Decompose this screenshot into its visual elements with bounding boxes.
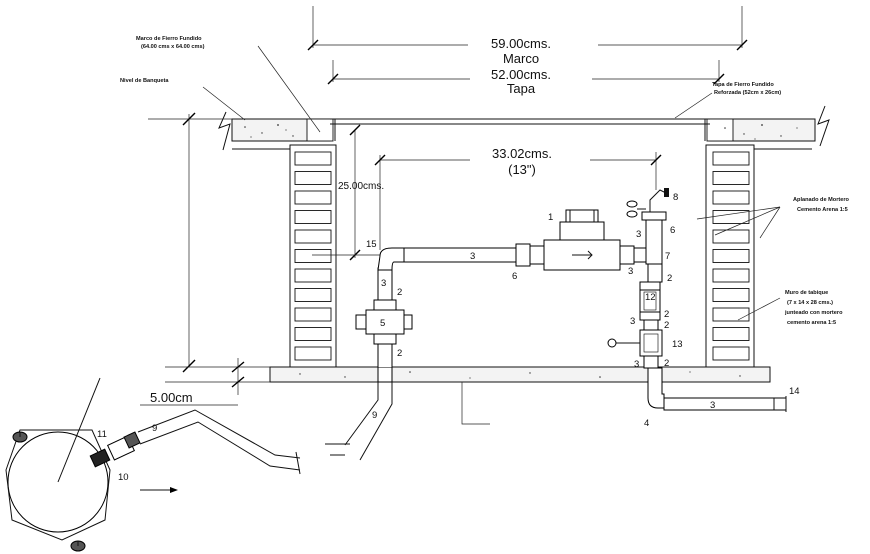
inner-dimension-inches: (13") [508, 162, 536, 177]
top-slab [218, 105, 830, 151]
base-dimension: 5.00cm [150, 390, 193, 405]
brick [712, 327, 750, 341]
left-riser [325, 247, 413, 461]
part-12-label: 12 [645, 292, 656, 303]
marco-dimension-value: 59.00cms. [491, 36, 551, 51]
part-6-label-a: 6 [512, 271, 517, 282]
part-3-label-c: 3 [636, 229, 641, 240]
note-aplanado-2: Cemento Arena 1:5 [797, 207, 848, 213]
note-muro-1: Muro de tabique [785, 290, 828, 296]
marco-dimension [307, 6, 748, 51]
brick [294, 346, 332, 361]
part-3-label-a: 3 [470, 251, 475, 262]
part-2-label-e: 2 [664, 320, 669, 331]
brick [294, 210, 332, 224]
brick [294, 249, 332, 263]
part-3-label-e: 3 [630, 316, 635, 327]
note-muro-4: cemento arena 1:5 [787, 320, 836, 326]
brick [294, 151, 332, 166]
brick [294, 288, 332, 302]
note-marco-2: (64.00 cms x 64.00 cms) [141, 44, 205, 50]
part-2-label-a: 2 [397, 287, 402, 298]
part-9-label-b: 9 [152, 423, 157, 434]
part-3-label-b: 3 [381, 278, 386, 289]
note-nivel: Nivel de Banqueta [120, 78, 169, 84]
part-5-label: 5 [380, 318, 385, 329]
brick [294, 268, 332, 283]
tapa-dimension-label: Tapa [507, 81, 536, 96]
brick [294, 229, 332, 244]
brick [712, 268, 750, 283]
brick [294, 327, 332, 341]
part-10-label: 10 [118, 472, 129, 483]
marco-dimension-label: Marco [503, 51, 539, 66]
part-8-label: 8 [673, 192, 678, 203]
brick [712, 190, 750, 205]
part-7-label: 7 [665, 251, 670, 262]
left-brick-wall [289, 144, 337, 368]
brick [712, 229, 750, 244]
note-muro-3: junteado con mortero [784, 310, 843, 316]
note-muro-2: (7 x 14 x 28 cms.) [787, 300, 833, 306]
part-2-label-f: 2 [664, 358, 669, 369]
part-2-label-b: 2 [397, 348, 402, 359]
part-3-label-d: 3 [628, 266, 633, 277]
note-tapa-1: Tapa de Fierro Fundido [712, 82, 774, 88]
brick [712, 249, 750, 263]
leader-lines [202, 45, 781, 321]
part-1-label: 1 [548, 212, 553, 223]
part-2-label-d: 2 [664, 309, 669, 320]
right-brick-wall [705, 144, 755, 368]
part-3-label-f: 3 [634, 359, 639, 370]
horizontal-pipe [403, 243, 545, 267]
note-tapa-2: Reforzada (52cm x 26cm) [714, 90, 781, 96]
part-4-label: 4 [644, 418, 649, 429]
tapa-dimension [327, 60, 725, 85]
brick [712, 346, 750, 361]
brick [294, 307, 332, 322]
depth-dimension [140, 112, 270, 406]
part-6-label-b: 6 [670, 225, 675, 236]
water-meter [543, 209, 647, 271]
pipe-depth-value: 25.00cms. [338, 181, 384, 192]
inner-dimension [374, 152, 662, 250]
part-11-label: 11 [97, 429, 107, 440]
base-slab [269, 366, 771, 425]
inner-dimension-value: 33.02cms. [492, 146, 552, 161]
part-2-label-c: 2 [667, 273, 672, 284]
note-aplanado-1: Aplanado de Mortero [793, 197, 850, 203]
brick [294, 171, 332, 185]
part-14-label: 14 [789, 386, 800, 397]
brick [712, 288, 750, 302]
main-pipe-saddle [5, 377, 301, 552]
brick [712, 151, 750, 166]
part-9-label-a: 9 [372, 410, 377, 421]
part-13-label: 13 [672, 339, 683, 350]
part-15-label: 15 [366, 239, 377, 250]
right-riser [607, 188, 787, 412]
part-3-label-g: 3 [710, 400, 715, 411]
brick [712, 171, 750, 185]
tapa-dimension-value: 52.00cms. [491, 67, 551, 82]
note-marco-1: Marco de Fierro Fundido [136, 36, 202, 42]
brick [712, 307, 750, 322]
brick [294, 190, 332, 205]
